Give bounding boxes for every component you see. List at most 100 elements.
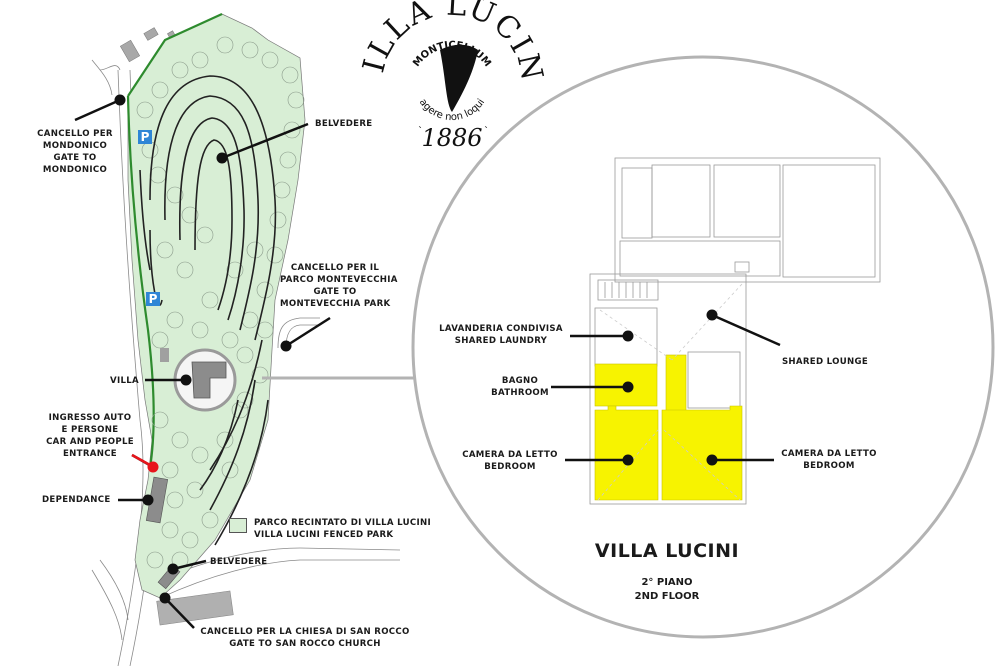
location-markers (114, 94, 718, 604)
tree-icon (283, 121, 301, 139)
floor-plan-circle (411, 55, 995, 639)
label-line: PARCO MONTEVECCHIA (280, 275, 398, 285)
dependance-building (145, 476, 234, 626)
label-belvedere-bottom: BELVEDERE (210, 556, 267, 568)
tree-icon (171, 61, 189, 79)
tree-icon (287, 91, 305, 109)
tree-icon (269, 211, 287, 229)
label-line: PARCO RECINTATO DI VILLA LUCINI (254, 518, 432, 528)
trees (136, 36, 305, 569)
label-line: SHARED LAUNDRY (454, 336, 548, 346)
label-entrance: INGRESSO AUTO E PERSONE CAR AND PEOPLE E… (40, 412, 140, 460)
label-line: BATHROOM (491, 388, 549, 398)
leader-lines (74, 98, 781, 629)
tree-icon (236, 391, 254, 409)
tree-icon (266, 246, 284, 264)
parking-icon: P (138, 130, 152, 144)
tree-icon (226, 261, 244, 279)
villa-site (160, 348, 237, 412)
label-line: GATE TO (313, 287, 357, 297)
tree-icon (216, 431, 234, 449)
label-gate-montevecchia: CANCELLO PER IL PARCO MONTEVECCHIA GATE … (280, 262, 398, 310)
tree-icon (281, 66, 299, 84)
label-line: CAMERA DA LETTO (462, 450, 558, 460)
legend-park-swatch (229, 518, 247, 533)
label-line: CANCELLO PER IL (290, 263, 380, 273)
label-belvedere-top: BELVEDERE (315, 118, 372, 130)
label-shared-lounge: SHARED LOUNGE (780, 356, 870, 368)
label-line: INGRESSO AUTO (48, 413, 132, 423)
tree-icon (201, 291, 219, 309)
label-line: BAGNO (501, 376, 539, 386)
tree-icon (166, 491, 184, 509)
label-gate-san-rocco: CANCELLO PER LA CHIESA DI SAN ROCCO GATE… (195, 626, 415, 650)
label-gate-mondonico: CANCELLO PER MONDONICO GATE TO MONDONICO (30, 128, 120, 176)
villa-building (191, 361, 227, 399)
label-line: CAR AND PEOPLE (46, 437, 134, 447)
tree-icon (241, 41, 259, 59)
tree-icon (279, 151, 297, 169)
label-line: CANCELLO PER (37, 129, 113, 139)
label-line: VILLA (110, 376, 139, 386)
label-line: BEDROOM (803, 461, 855, 471)
svg-text:`: ` (484, 125, 489, 137)
tree-icon (151, 411, 169, 429)
label-line: LAVANDERIA CONDIVISA (439, 324, 563, 334)
tree-icon (161, 461, 179, 479)
floor-plan (589, 157, 881, 505)
label-line: DEPENDANCE (42, 495, 111, 505)
tree-icon (216, 36, 234, 54)
tree-icon (146, 551, 164, 569)
floor-label-en: 2ND FLOOR (634, 591, 700, 602)
tree-icon (191, 51, 209, 69)
entrance-leader (131, 453, 151, 467)
label-bedroom-left: CAMERA DA LETTO BEDROOM (460, 449, 560, 473)
label-line: BELVEDERE (315, 119, 373, 129)
label-line: GATE TO SAN ROCCO CHURCH (229, 639, 381, 649)
parking-icon: P (146, 292, 160, 306)
tree-icon (201, 511, 219, 529)
label-line: ENTRANCE (63, 449, 117, 459)
tree-icon (231, 401, 249, 419)
tree-icon (181, 531, 199, 549)
label-line: CANCELLO PER LA CHIESA DI SAN ROCCO (200, 627, 410, 637)
label-line: E PERSONE (61, 425, 119, 435)
tree-icon (171, 431, 189, 449)
tree-icon (176, 261, 194, 279)
fenced-park-area (127, 13, 306, 599)
label-line: VILLA LUCINI FENCED PARK (254, 530, 394, 540)
tree-icon (236, 346, 254, 364)
logo-year: 1886 (421, 124, 482, 152)
tree-icon (136, 101, 154, 119)
logo-hill-emblem (440, 44, 478, 112)
green-fence (126, 12, 223, 469)
svg-text:`: ` (418, 125, 423, 137)
label-bedroom-right: CAMERA DA LETTO BEDROOM (779, 448, 879, 472)
floor-label: 2° PIANO 2ND FLOOR (607, 576, 727, 604)
label-line: SHARED LOUNGE (781, 357, 869, 367)
tree-icon (166, 186, 184, 204)
tree-icon (161, 521, 179, 539)
label-line: MONTEVECCHIA PARK (280, 299, 391, 309)
legend-park-label: PARCO RECINTATO DI VILLA LUCINI VILLA LU… (254, 517, 431, 541)
label-bathroom: BAGNO BATHROOM (490, 375, 550, 399)
highlighted-apartment (594, 354, 743, 501)
tree-icon (151, 81, 169, 99)
label-line: GATE TO (53, 153, 97, 163)
tree-icon (156, 241, 174, 259)
label-villa: VILLA (110, 375, 139, 387)
tree-icon (166, 311, 184, 329)
label-dependance: DEPENDANCE (42, 494, 111, 506)
tree-icon (261, 51, 279, 69)
tree-icon (186, 481, 204, 499)
tree-icon (251, 366, 269, 384)
tree-icon (191, 446, 209, 464)
label-line: BEDROOM (484, 462, 536, 472)
label-line: MONDONICO (42, 165, 108, 175)
room-bedroom-right (661, 405, 743, 501)
label-line: CAMERA DA LETTO (781, 449, 877, 459)
tree-icon (221, 461, 239, 479)
tree-icon (191, 321, 209, 339)
floor-label-it: 2° PIANO (641, 577, 693, 588)
